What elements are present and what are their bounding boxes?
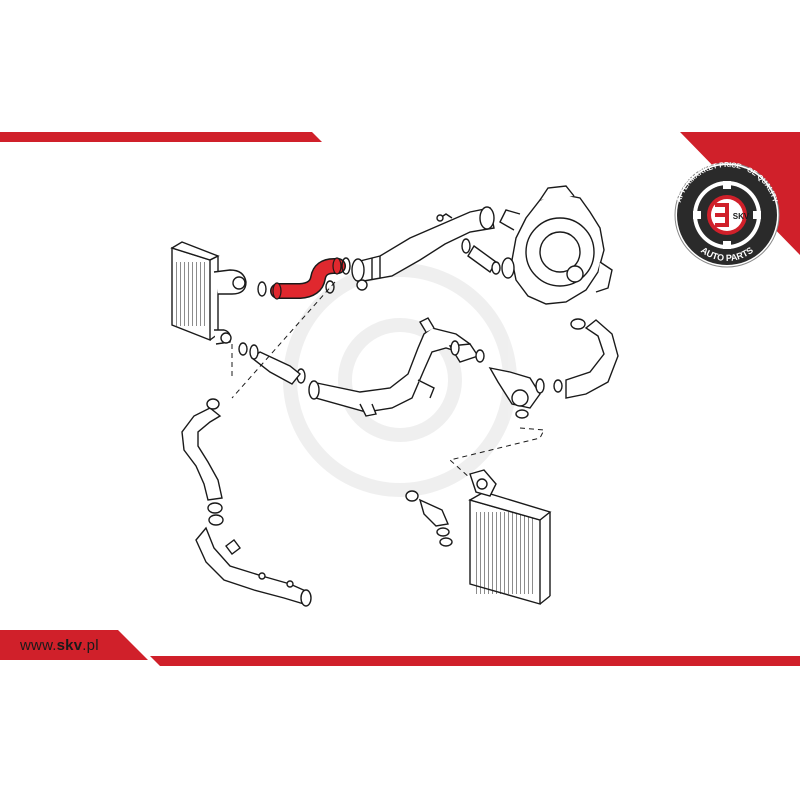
- lower-intercooler: [468, 469, 552, 605]
- skv-logo: [674, 162, 780, 268]
- turbo-inlet-hose: [461, 238, 501, 275]
- bottom-charge-pipe: [195, 526, 312, 607]
- lower-left-hose: [181, 398, 224, 526]
- website-brand: skv: [56, 637, 83, 654]
- upper-intercooler: [170, 241, 247, 345]
- top-red-band: [0, 132, 322, 142]
- red-intercooler-hose: [270, 257, 346, 300]
- logo-center-text: SKV: [733, 212, 750, 221]
- lower-small-hose: [405, 490, 453, 547]
- leader-lines: [231, 281, 545, 479]
- website-url[interactable]: www.skv.pl: [20, 637, 99, 654]
- website-prefix: www.: [20, 637, 57, 654]
- right-hose-assembly: [448, 318, 619, 419]
- hose-clamps: [257, 257, 351, 297]
- upper-charge-pipe: [351, 206, 495, 291]
- middle-charge-pipe: [238, 317, 471, 417]
- website-suffix: .pl: [82, 637, 99, 654]
- bottom-left-red-band: [0, 630, 148, 660]
- turbocharger: [499, 185, 613, 305]
- bottom-red-band: [150, 656, 800, 666]
